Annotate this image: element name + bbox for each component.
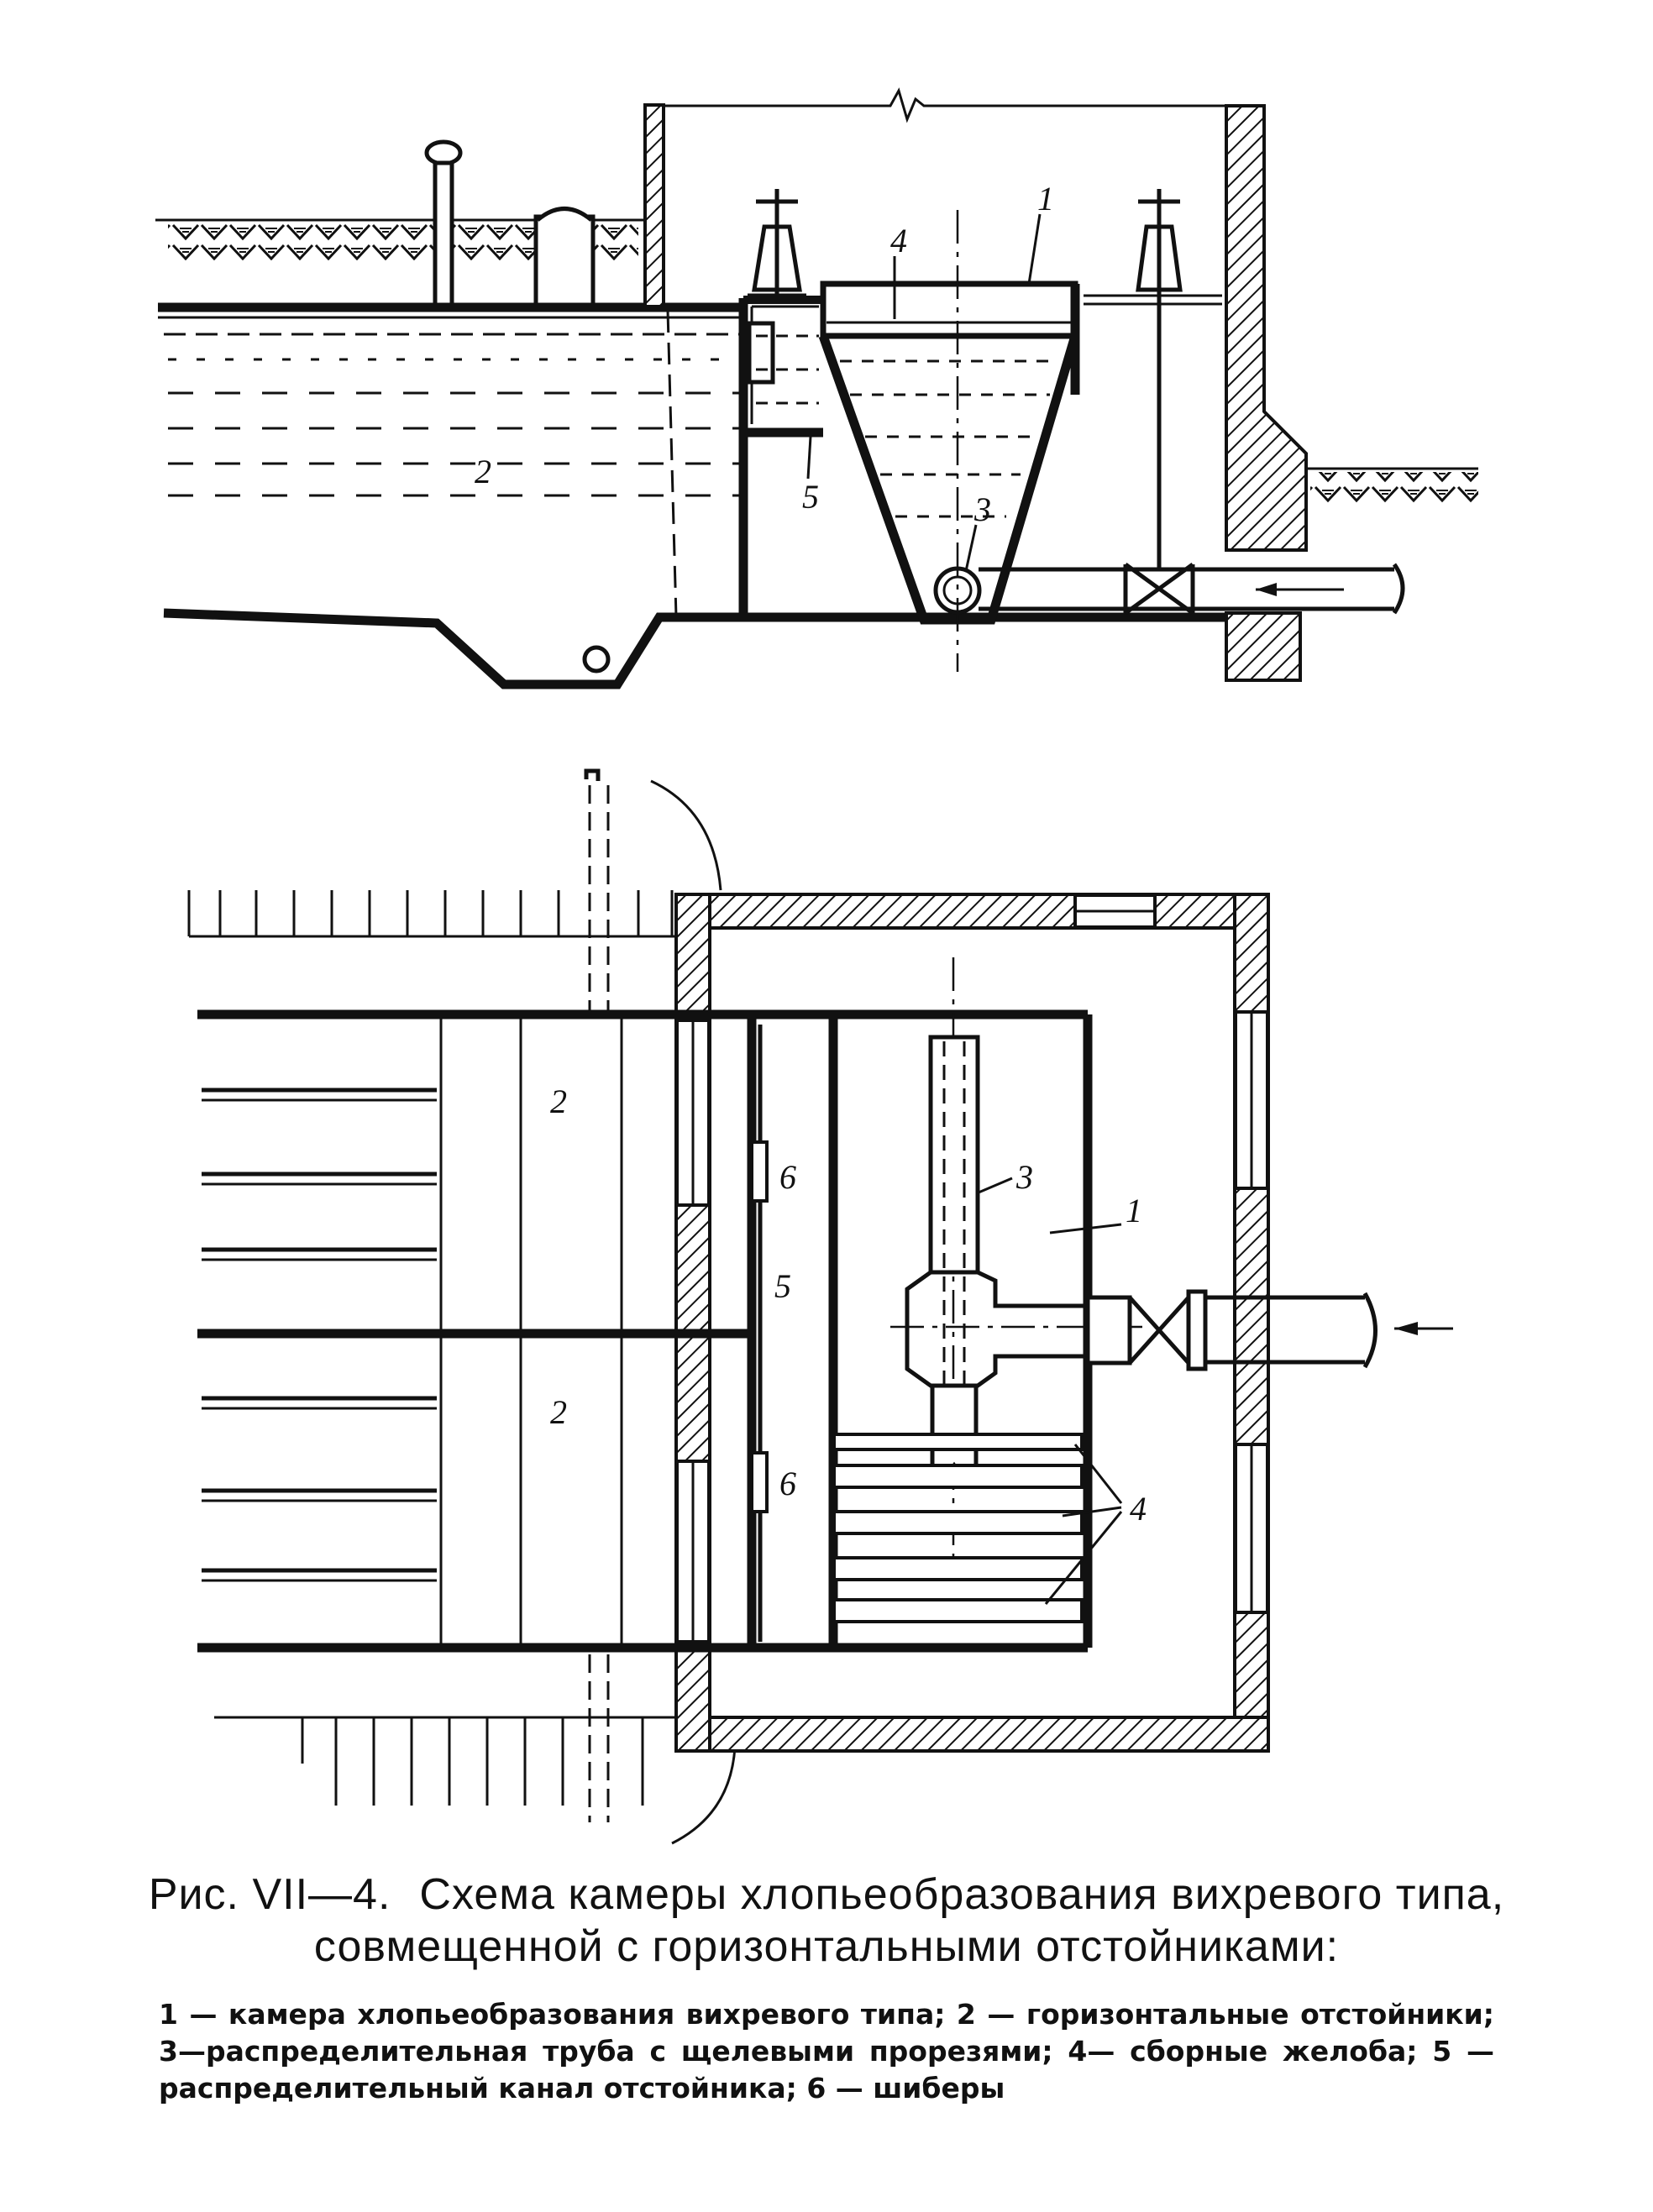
caption-title: Рис. VII—4.Схема камеры хлопьеобразовани… bbox=[0, 1869, 1653, 1973]
gate-top bbox=[750, 1140, 769, 1203]
settler-partition bbox=[666, 310, 678, 618]
building-roof-break bbox=[664, 87, 1226, 123]
sludge-pipe bbox=[582, 645, 611, 674]
gutter bbox=[832, 1464, 1084, 1489]
valve-stand-right bbox=[1136, 189, 1183, 571]
section-marker-top bbox=[584, 768, 601, 781]
settler-water bbox=[164, 333, 739, 497]
label-3-section: 3 bbox=[973, 490, 991, 528]
label-5-section: 5 bbox=[802, 478, 819, 516]
label-6-plan-top: 6 bbox=[779, 1158, 796, 1196]
inlet-valve-section bbox=[1123, 562, 1195, 616]
valve-stand-left bbox=[748, 189, 806, 298]
settlers-plan bbox=[197, 1009, 1088, 1653]
gutter bbox=[832, 1556, 1084, 1581]
caption-legend: 1 — камера хлопьеобразования вихревого т… bbox=[159, 1998, 1494, 2105]
label-1-plan: 1 bbox=[1126, 1192, 1142, 1229]
label-2-plan-bottom: 2 bbox=[550, 1393, 567, 1431]
label-3-plan: 3 bbox=[1015, 1158, 1033, 1196]
distribution-pipe-section bbox=[933, 566, 982, 615]
plan-view: 2 2 5 6 6 3 1 4 bbox=[187, 768, 1453, 1845]
label-2-plan-top: 2 bbox=[550, 1082, 567, 1120]
distribution-channel bbox=[738, 296, 827, 617]
building-walls-plan bbox=[674, 893, 1270, 1753]
label-4-section: 4 bbox=[890, 222, 907, 259]
figure-caption: Рис. VII—4.Схема камеры хлопьеобразовани… bbox=[0, 1869, 1653, 2107]
label-2-section: 2 bbox=[475, 453, 491, 490]
label-5-plan: 5 bbox=[774, 1267, 791, 1305]
gutter bbox=[832, 1510, 1084, 1535]
inlet-pipe-section bbox=[979, 562, 1405, 616]
ground-ticks-bottom bbox=[214, 1716, 685, 1806]
building-wall-left bbox=[643, 103, 665, 308]
inlet-pipe-plan bbox=[1085, 1289, 1453, 1371]
figure-number: Рис. VII—4. bbox=[148, 1870, 391, 1919]
ground-hatch-right bbox=[1310, 472, 1478, 506]
inlet-valve-plan bbox=[1128, 1296, 1190, 1365]
label-6-plan-bottom: 6 bbox=[779, 1465, 796, 1502]
building-wall-right bbox=[1225, 104, 1308, 552]
caption-title-text: Схема камеры хлопьеобразования вихревого… bbox=[313, 1870, 1505, 1971]
roof-hatch bbox=[533, 207, 596, 308]
wall-footing bbox=[1225, 611, 1302, 682]
label-1-section: 1 bbox=[1037, 180, 1054, 218]
gutter bbox=[832, 1598, 1084, 1623]
gate-section bbox=[747, 321, 775, 385]
distribution-channel-plan bbox=[747, 1014, 838, 1648]
settler-bottom bbox=[163, 608, 1226, 689]
label-4-plan: 4 bbox=[1130, 1490, 1147, 1528]
gate-bottom bbox=[750, 1451, 769, 1513]
section-view: 1 4 2 5 3 bbox=[155, 87, 1478, 689]
distribution-pipe-plan bbox=[928, 1035, 980, 1275]
ground-ticks-top bbox=[187, 890, 676, 938]
gutter bbox=[832, 1433, 1084, 1451]
flocculation-chamber-section bbox=[818, 210, 1222, 672]
flocculation-chamber-plan bbox=[832, 957, 1142, 1648]
